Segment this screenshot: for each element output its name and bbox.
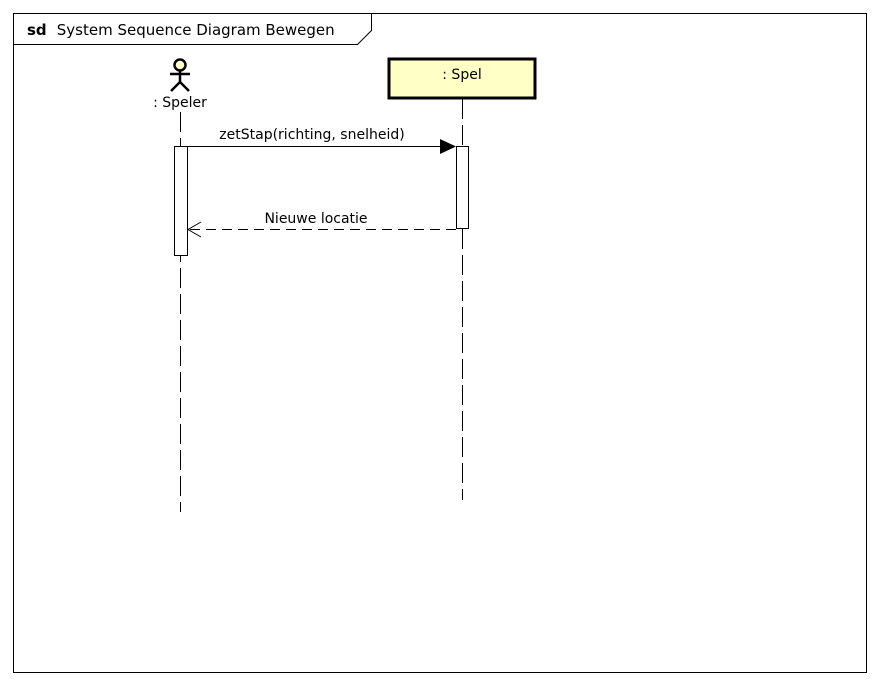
lifeline-label-speler: : Speler: [153, 95, 207, 111]
lifeline-label-spel: : Spel: [442, 67, 481, 83]
activation-bar-speler: [174, 146, 188, 256]
frame-keyword: sd: [27, 21, 47, 39]
diagram-frame: [13, 13, 867, 673]
activation-bar-spel: [456, 146, 469, 229]
message-zetstap: zetStap(richting, snelheid): [188, 127, 456, 154]
open-arrowhead-icon: [186, 221, 202, 238]
frame-title: sd System Sequence Diagram Bewegen: [27, 20, 335, 39]
frame-title-text: System Sequence Diagram Bewegen: [57, 21, 335, 39]
lifeline-spel: : Spel: [387, 57, 537, 500]
actor-icon: [170, 58, 190, 92]
lifeline-speler: : Speler: [153, 58, 207, 512]
message-label-zetstap: zetStap(richting, snelheid): [219, 127, 404, 143]
message-label-nieuwe-locatie: Nieuwe locatie: [264, 211, 367, 227]
filled-arrowhead-icon: [440, 139, 456, 154]
frame-name-tab: [13, 13, 372, 45]
object-box-spel: [387, 57, 537, 100]
message-nieuwe-locatie: Nieuwe locatie: [186, 211, 456, 238]
